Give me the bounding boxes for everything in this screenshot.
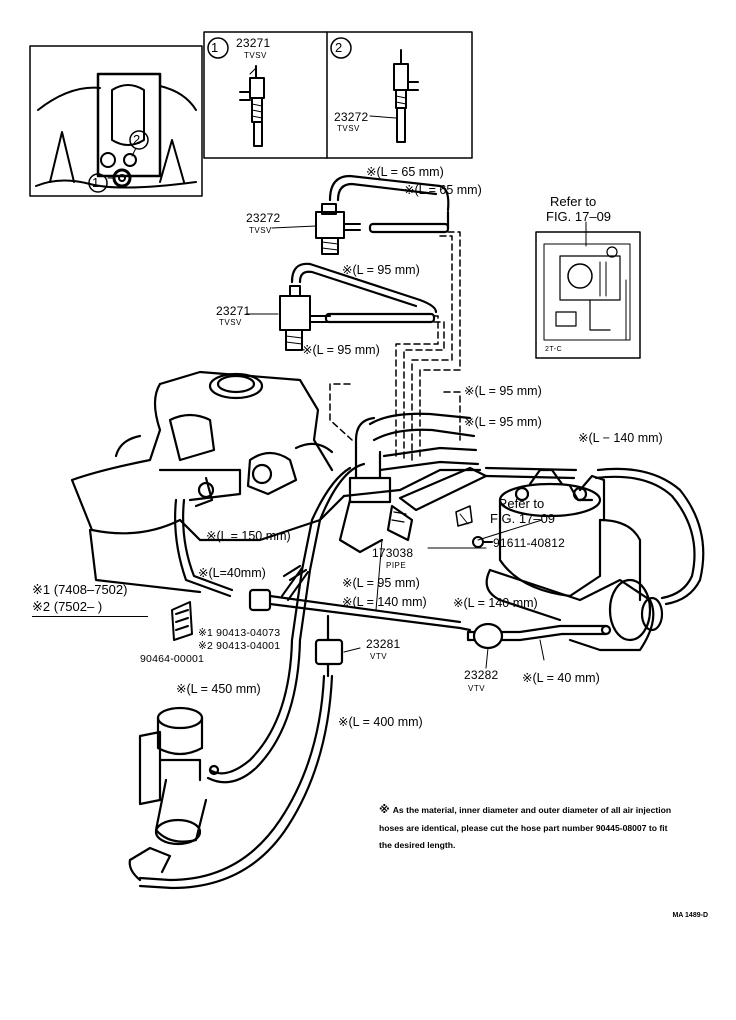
ref-mid-line2: FIG. 17–09	[490, 511, 556, 526]
vtv1-name: VTV	[370, 652, 388, 661]
hose-length-95c: ※(L = 95 mm)	[464, 384, 542, 398]
inset-panel1-callout: 1	[211, 40, 219, 55]
ref-top-line2: FIG. 17–09	[546, 209, 612, 224]
clip-number: 90464-00001	[140, 653, 205, 665]
legend-line-2: ※2 (7502– )	[32, 599, 103, 614]
hose-length-65a: ※(L = 65 mm)	[366, 165, 444, 179]
tvsv-upper	[315, 203, 361, 255]
hose-length-95d: ※(L = 95 mm)	[464, 415, 542, 429]
tvsv-lower	[279, 285, 331, 351]
hoses-95mm-upper	[290, 262, 438, 324]
leader-lines	[245, 67, 545, 669]
ref-box-label: 2T-C	[545, 346, 563, 353]
panel1-part-number: 23271	[236, 36, 271, 50]
footnote: ※As the material, inner diameter and out…	[379, 802, 679, 855]
part-2-number: ※2 90413-04001	[198, 640, 281, 652]
hose-length-65b: ※(L = 65 mm)	[404, 183, 482, 197]
hose-length-140a: ※(L = 140 mm)	[342, 595, 427, 609]
hose-length-95b: ※(L = 95 mm)	[302, 343, 380, 357]
air-valve	[128, 706, 220, 882]
vtv2-name: VTV	[468, 684, 486, 693]
hose-length-150: ※(L = 150 mm)	[206, 529, 291, 543]
footnote-mark: ※	[379, 804, 390, 816]
legend-line-1: ※1 (7408–7502)	[32, 582, 128, 597]
tvsv-upper-name: TVSV	[249, 226, 272, 235]
part-1-number: ※1 90413-04073	[198, 627, 281, 639]
grommet	[455, 505, 473, 527]
hose-length-95e: ※(L = 95 mm)	[342, 576, 420, 590]
vtv2-number: 23282	[464, 668, 499, 682]
footnote-text: As the material, inner diameter and oute…	[379, 805, 672, 850]
hose-140-right	[484, 466, 705, 606]
hose-40mm	[281, 567, 309, 601]
ref-top-line1: Refer to	[550, 194, 597, 209]
tvsv-lower-number: 23271	[216, 304, 251, 318]
hose-length-400: ※(L = 400 mm)	[338, 715, 423, 729]
figure-code: MA 1489-D	[672, 912, 708, 919]
ref-mid-line1: Refer to	[498, 496, 545, 511]
distributor	[485, 468, 664, 652]
pipe-name: PIPE	[386, 561, 407, 570]
tvsv-lower-name: TVSV	[219, 318, 242, 327]
hose-length-450: ※(L = 450 mm)	[176, 682, 261, 696]
engine-callout-2: 2	[133, 132, 141, 147]
engine-location-inset	[29, 45, 203, 197]
legend-underline	[32, 616, 148, 617]
inset-panel2-callout: 2	[335, 40, 343, 55]
engine-body	[70, 370, 482, 594]
hose-length-40a: ※(L=40mm)	[198, 566, 266, 580]
hoses-65mm	[328, 174, 450, 234]
bolt	[472, 536, 493, 548]
engine-callout-1: 1	[92, 175, 100, 190]
vtv1-number: 23281	[366, 637, 401, 651]
tvsv-upper-number: 23272	[246, 211, 281, 225]
panel2-part-name: TVSV	[337, 124, 360, 133]
reference-diagram-box	[535, 221, 641, 359]
bolt-number: 91611-40812	[493, 536, 566, 550]
dashed-routing	[329, 231, 461, 461]
hose-length-95a: ※(L = 95 mm)	[342, 263, 420, 277]
hose-length-40b: ※(L = 40 mm)	[522, 671, 600, 685]
lower-hoses	[138, 462, 612, 890]
hose-length-140b: ※(L = 140 mm)	[453, 596, 538, 610]
clip-part	[171, 601, 193, 641]
panel1-part-name: TVSV	[244, 51, 267, 60]
hose-length-140-top: ※(L − 140 mm)	[578, 431, 663, 445]
pipe-number: 173038	[372, 546, 414, 560]
panel2-part-number: 23272	[334, 110, 369, 124]
